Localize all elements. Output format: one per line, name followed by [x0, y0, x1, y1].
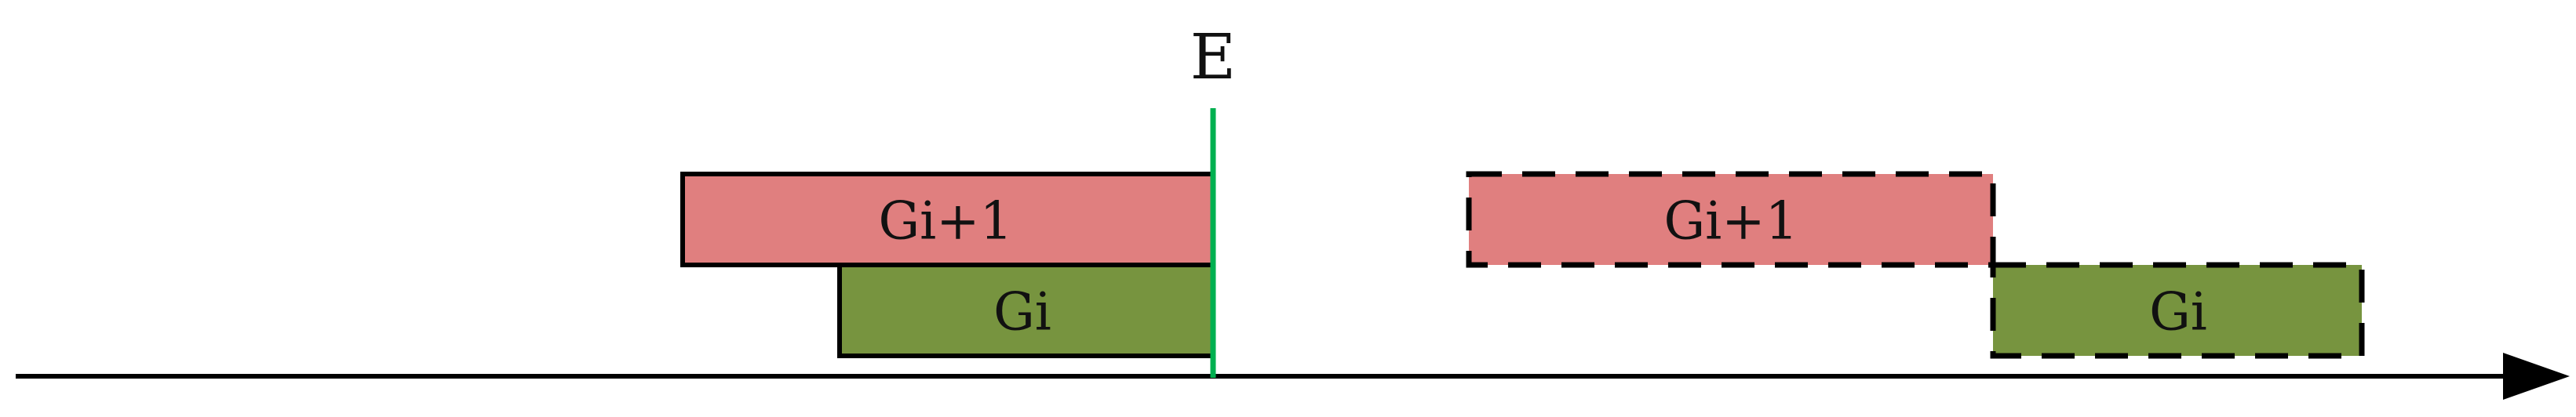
left-gi-label: Gi: [993, 282, 1051, 343]
right-gi-label: Gi: [2149, 282, 2207, 343]
event-marker: E: [1190, 20, 1236, 378]
right-gi-bar: [1990, 262, 2365, 359]
left-gi-plus-1-label: Gi+1: [878, 191, 1012, 252]
time-axis: [16, 353, 2570, 400]
left-group: Gi+1 Gi: [680, 172, 1215, 358]
arrow-right-icon: [2503, 353, 2570, 400]
right-gi-plus-1-label: Gi+1: [1663, 191, 1798, 252]
event-marker-label: E: [1190, 20, 1236, 93]
right-group: Gi+1 Gi: [1466, 171, 2365, 359]
right-gi-plus-1-bar: [1466, 171, 1996, 268]
left-gi-bar: [837, 263, 1215, 358]
